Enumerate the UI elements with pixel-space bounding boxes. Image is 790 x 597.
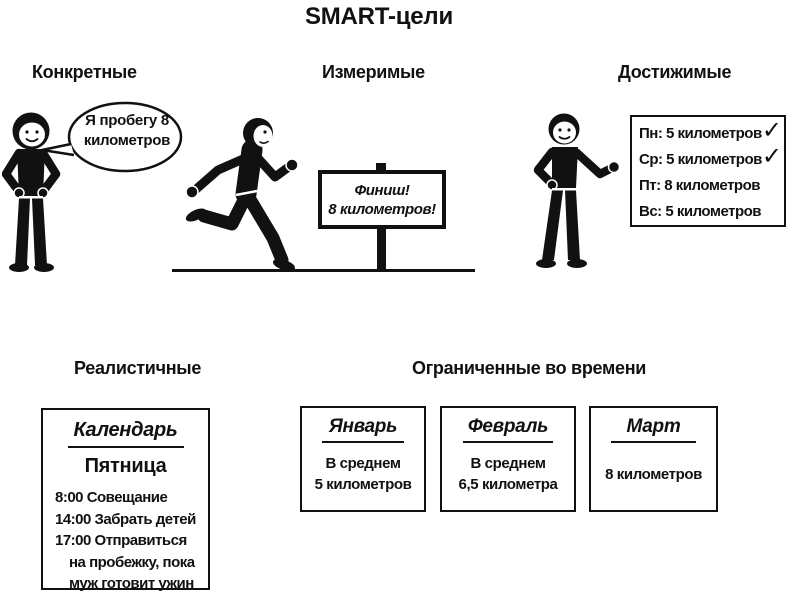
- month-card-january: Январь В среднем 5 километров: [300, 406, 426, 512]
- month-title-underline: [463, 441, 553, 443]
- checkmark-icon: ✓: [761, 142, 782, 170]
- checklist-item-text: Пт: 8 километров: [639, 176, 760, 194]
- checklist-item-text: Ср: 5 километров: [639, 150, 762, 168]
- calendar-day: Пятница: [84, 455, 167, 477]
- checklist-item-text: Пн: 5 километров: [639, 124, 762, 142]
- month-line: В среднем: [470, 455, 546, 473]
- month-body: В среднем 6,5 километра: [442, 443, 574, 511]
- month-card-march: Март 8 километров: [589, 406, 718, 512]
- ground-line: [172, 269, 475, 272]
- finish-sign: Финиш! 8 километров!: [318, 170, 446, 229]
- checkmark-icon: ✓: [761, 116, 782, 144]
- month-title: Февраль: [467, 416, 549, 437]
- calendar-title-underline: [67, 446, 184, 448]
- speech-bubble: [40, 101, 183, 173]
- calendar-entry: муж готовит ужин: [69, 575, 194, 592]
- calendar-title: Календарь: [73, 419, 178, 441]
- checklist-item-text: Вс: 5 километров: [639, 202, 762, 220]
- section-label-specific: Конкретные: [32, 62, 137, 82]
- month-line: 5 километров: [314, 476, 412, 494]
- sign-post: [377, 227, 386, 271]
- finish-sign-line2: 8 километров!: [328, 200, 436, 218]
- finish-sign-line1: Финиш!: [354, 181, 410, 199]
- month-title-underline: [321, 441, 405, 443]
- month-title: Март: [626, 416, 681, 437]
- checklist-row: Пт: 8 километров: [639, 172, 782, 198]
- calendar-entry: на пробежку, пока: [69, 553, 195, 571]
- page-title: SMART-цели: [304, 3, 454, 30]
- running-person-figure: [185, 118, 299, 271]
- weekly-checklist: Пн: 5 километров ✓ Ср: 5 километров ✓ Пт…: [630, 115, 786, 227]
- section-label-realistic: Реалистичные: [74, 358, 202, 378]
- section-label-measurable: Измеримые: [322, 62, 425, 82]
- checklist-row: Ср: 5 километров ✓: [639, 142, 782, 172]
- month-line: 8 километров: [605, 465, 702, 483]
- month-line: 6,5 километра: [458, 476, 558, 494]
- checklist-row: Вс: 5 километров: [639, 198, 782, 224]
- standing-person-figure: [2, 112, 61, 272]
- month-card-february: Февраль В среднем 6,5 километра: [440, 406, 576, 512]
- calendar-entry: 14:00 Забрать детей: [55, 510, 196, 528]
- section-label-timebound: Ограниченные во времени: [412, 358, 647, 378]
- pointing-person-figure: [533, 113, 621, 268]
- month-body: 8 километров: [591, 443, 716, 511]
- speech-bubble-text: Я пробегу 8 километров: [83, 112, 171, 149]
- month-body: В среднем 5 километров: [302, 443, 424, 511]
- month-title-underline: [611, 441, 696, 443]
- sign-post-top: [376, 163, 386, 172]
- checklist-row: Пн: 5 километров ✓: [639, 116, 782, 146]
- calendar-card: Календарь Пятница 8:00 Совещание 14:00 З…: [41, 408, 210, 592]
- calendar-entry: 8:00 Совещание: [55, 489, 168, 506]
- calendar-entries: 8:00 Совещание 14:00 Забрать детей 17:00…: [43, 487, 208, 595]
- month-title: Январь: [328, 416, 398, 437]
- section-label-achievable: Достижимые: [618, 62, 732, 82]
- calendar-entry: 17:00 Отправиться: [55, 532, 187, 549]
- month-line: В среднем: [325, 455, 401, 473]
